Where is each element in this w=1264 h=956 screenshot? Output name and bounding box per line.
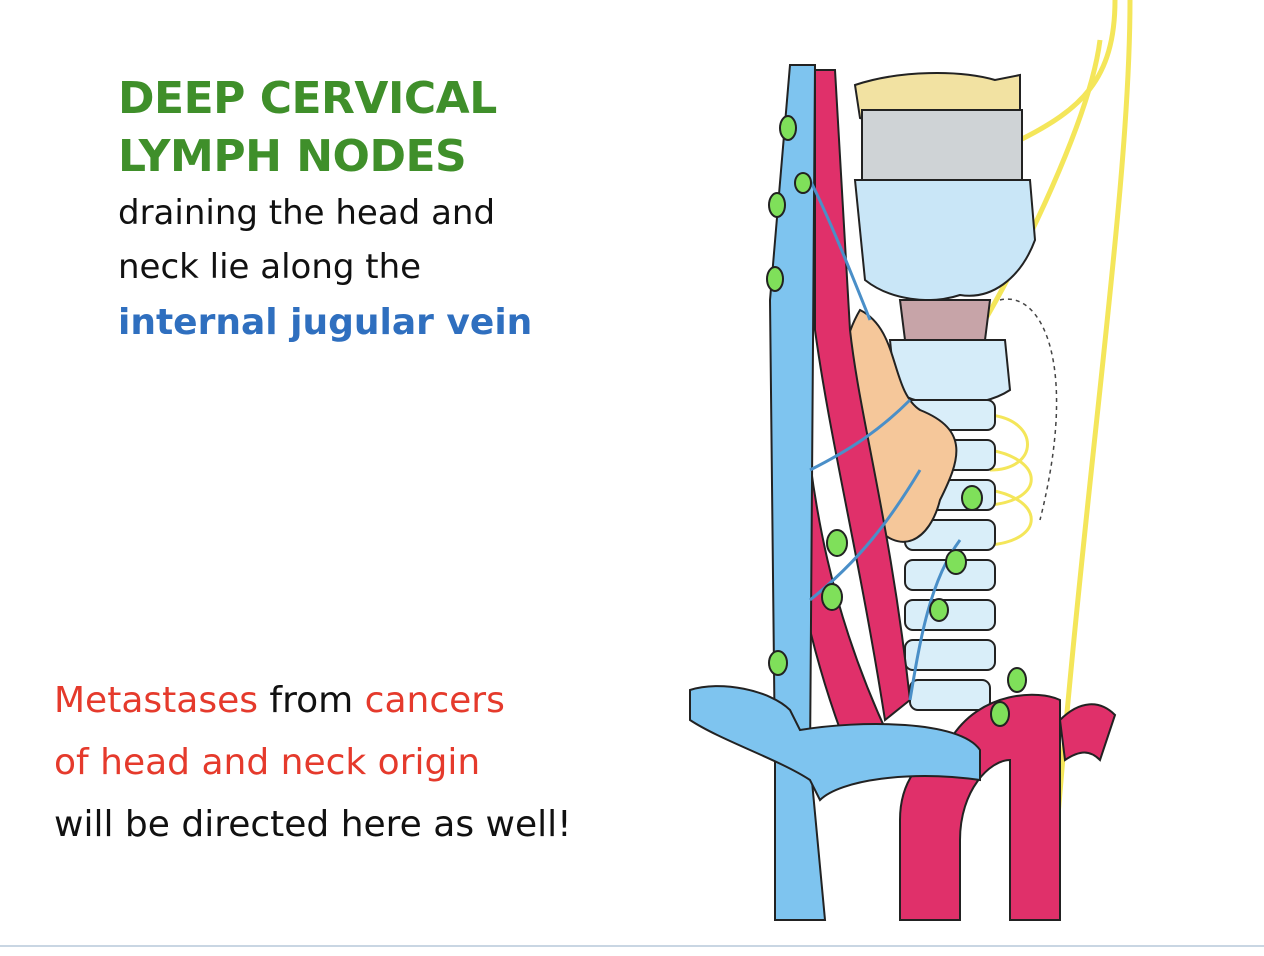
note-metastases: Metastases <box>54 680 258 721</box>
note-line-3: will be directed here as well! <box>54 804 572 845</box>
larynx <box>853 72 1037 406</box>
neck-anatomy-illustration <box>689 0 1133 921</box>
description-line-2: neck lie along the <box>118 247 422 287</box>
highlight-internal-jugular-vein: internal jugular vein <box>118 302 533 343</box>
slide-title-line-1: DEEP CERVICAL <box>118 73 497 124</box>
note-line-1: Metastases from cancers <box>54 670 704 732</box>
text-block-bottom: Metastases from cancers of head and neck… <box>54 670 704 856</box>
dashed-outline <box>999 298 1058 521</box>
recurrent-nerve-branches <box>989 413 1033 547</box>
footer-rule <box>0 945 1264 947</box>
note-line-2: of head and neck origin <box>54 742 481 783</box>
slide-title-line-2: LYMPH NODES <box>118 131 467 182</box>
text-block-top: DEEP CERVICAL LYMPH NODES draining the h… <box>118 70 678 352</box>
description-line-1: draining the head and <box>118 193 496 233</box>
note-cancers: cancers <box>364 680 505 721</box>
lymph-nodes <box>766 115 1027 727</box>
note-from: from <box>257 680 365 721</box>
